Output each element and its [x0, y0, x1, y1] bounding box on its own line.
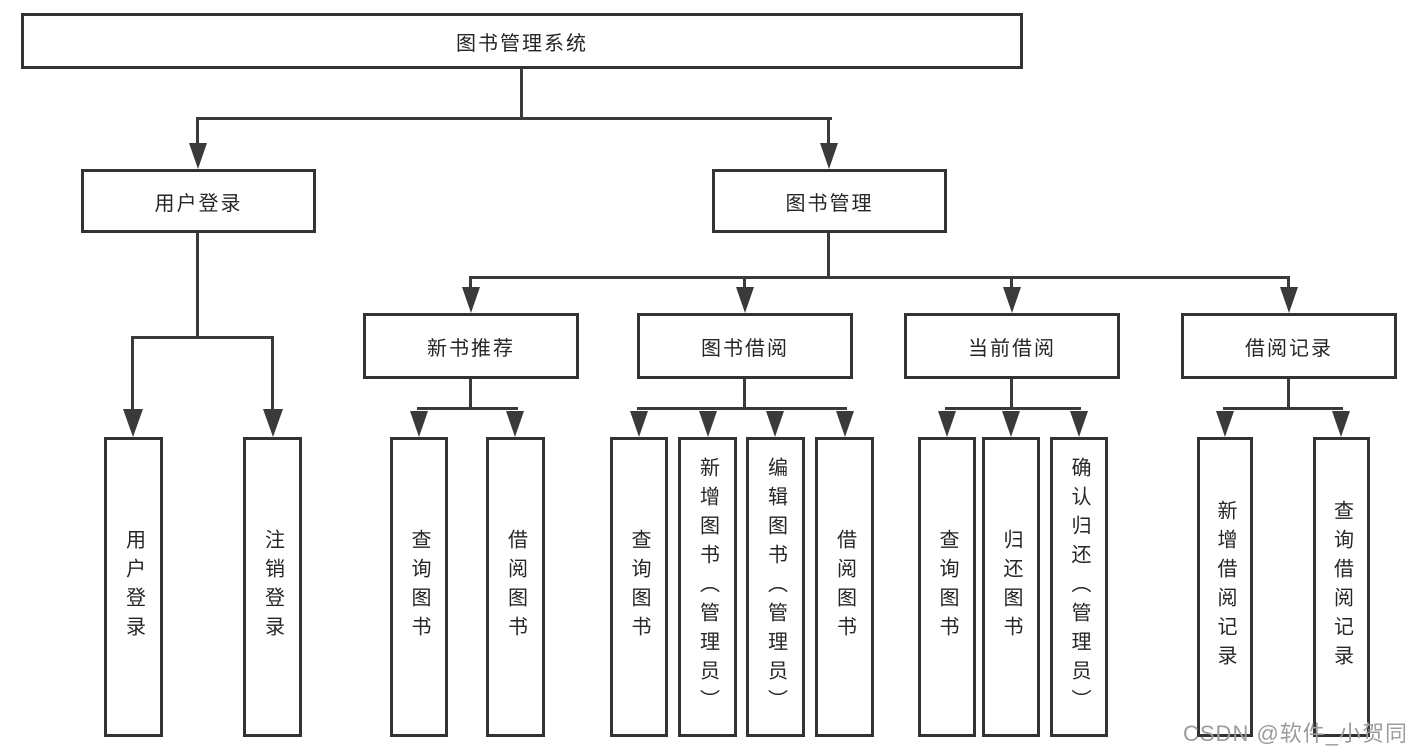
arrowhead	[630, 411, 648, 437]
node-root-label: 图书管理系统	[456, 32, 588, 55]
leaf-confirm-return-admin: 确认归还（管理员）	[1050, 437, 1108, 737]
leaf-confirm-return-admin-label: 确认归还（管理员）	[1068, 456, 1090, 718]
csdn-watermark: CSDN @软件_小贺同学	[1183, 721, 1405, 746]
leaf-current-query-book-label: 查询图书	[936, 529, 958, 645]
leaf-logout-label: 注销登录	[261, 529, 284, 645]
connector-root-stem	[520, 68, 523, 119]
connector-line	[827, 117, 830, 145]
leaf-add-book-admin-label: 新增图书（管理员）	[696, 456, 719, 718]
arrowhead	[263, 409, 283, 437]
arrowhead	[506, 411, 524, 437]
connector-line	[196, 117, 199, 145]
connector-line	[743, 276, 746, 289]
arrowhead	[123, 409, 143, 437]
connector-line	[131, 336, 134, 410]
node-user-login: 用户登录	[81, 169, 316, 233]
leaf-query-borrow-record-label: 查询借阅记录	[1330, 500, 1353, 674]
leaf-user-login: 用户登录	[104, 437, 163, 737]
arrowhead	[1280, 287, 1298, 313]
arrowhead	[736, 287, 754, 313]
leaf-add-borrow-record-label: 新增借阅记录	[1214, 500, 1236, 674]
leaf-add-borrow-record: 新增借阅记录	[1197, 437, 1253, 737]
arrowhead	[836, 411, 854, 437]
connector-line	[1010, 379, 1013, 410]
arrowhead	[462, 287, 480, 313]
arrowhead	[766, 411, 784, 437]
arrowhead	[1003, 287, 1021, 313]
leaf-borrowing-query-book-label: 查询图书	[628, 529, 650, 645]
leaf-borrowing-query-book: 查询图书	[610, 437, 668, 737]
leaf-return-book: 归还图书	[982, 437, 1040, 737]
arrowhead	[699, 411, 717, 437]
leaf-logout: 注销登录	[243, 437, 302, 737]
leaf-edit-book-admin-label: 编辑图书（管理员）	[764, 456, 787, 718]
arrowhead	[820, 143, 838, 169]
arrowhead	[1070, 411, 1088, 437]
leaf-edit-book-admin: 编辑图书（管理员）	[746, 437, 805, 737]
leaf-user-login-label: 用户登录	[122, 529, 145, 645]
connector-line	[469, 379, 472, 410]
connector-line	[1287, 379, 1290, 410]
leaf-current-query-book: 查询图书	[918, 437, 976, 737]
leaf-return-book-label: 归还图书	[1000, 529, 1022, 645]
node-book-borrowing-label: 图书借阅	[701, 337, 789, 360]
connector-root-rail	[196, 117, 832, 120]
connector-line	[1223, 407, 1343, 410]
connector-book-mgmt-stem	[827, 233, 830, 279]
connector-book-mgmt-rail	[469, 276, 1290, 279]
arrowhead	[1332, 411, 1350, 437]
connector-user-login-stem	[196, 233, 199, 338]
connector-user-login-rail	[131, 336, 274, 339]
node-user-login-label: 用户登录	[154, 192, 243, 215]
connector-line	[1010, 276, 1013, 289]
node-new-book-recommend-label: 新书推荐	[427, 337, 515, 360]
node-book-borrowing: 图书借阅	[637, 313, 853, 379]
connector-line	[945, 407, 1081, 410]
connector-line	[417, 407, 518, 410]
arrowhead	[410, 411, 428, 437]
node-borrowing-records: 借阅记录	[1181, 313, 1397, 379]
connector-line	[1287, 276, 1290, 289]
arrowhead	[938, 411, 956, 437]
node-borrowing-records-label: 借阅记录	[1245, 337, 1333, 360]
connector-line	[271, 336, 274, 410]
leaf-recommend-query-book: 查询图书	[390, 437, 448, 737]
leaf-borrowing-borrow-book-label: 借阅图书	[833, 529, 856, 645]
connector-line	[743, 379, 746, 410]
leaf-add-book-admin: 新增图书（管理员）	[678, 437, 737, 737]
node-book-management: 图书管理	[712, 169, 947, 233]
node-current-borrowing-label: 当前借阅	[968, 337, 1056, 360]
arrowhead	[189, 143, 207, 169]
leaf-recommend-borrow-book: 借阅图书	[486, 437, 545, 737]
leaf-query-borrow-record: 查询借阅记录	[1313, 437, 1370, 737]
leaf-recommend-query-book-label: 查询图书	[408, 529, 430, 645]
connector-line	[637, 407, 847, 410]
leaf-recommend-borrow-book-label: 借阅图书	[504, 529, 527, 645]
leaf-borrowing-borrow-book: 借阅图书	[815, 437, 874, 737]
node-new-book-recommend: 新书推荐	[363, 313, 579, 379]
arrowhead	[1216, 411, 1234, 437]
arrowhead	[1002, 411, 1020, 437]
connector-line	[469, 276, 472, 289]
node-current-borrowing: 当前借阅	[904, 313, 1120, 379]
node-root: 图书管理系统	[21, 13, 1023, 69]
node-book-management-label: 图书管理	[785, 192, 874, 215]
